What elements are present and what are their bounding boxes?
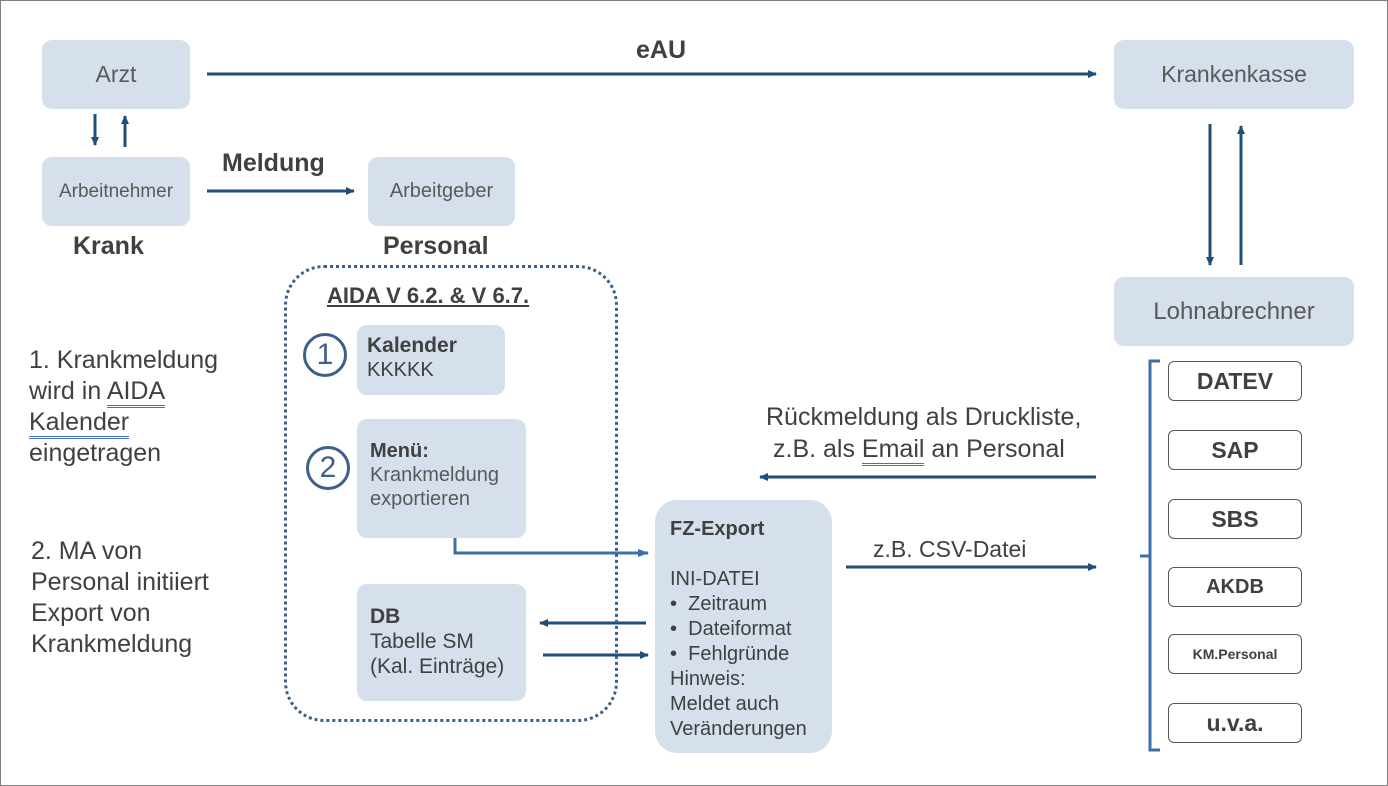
software-kmpersonal: KM.Personal xyxy=(1168,634,1302,674)
fz-hinweis: Hinweis: xyxy=(670,668,746,690)
node-lohnabrechner-label: Lohnabrechner xyxy=(1153,297,1315,325)
rueck-post: an Personal xyxy=(924,435,1065,463)
node-krankenkasse-label: Krankenkasse xyxy=(1161,61,1307,87)
menu-content: Menü: Krankmeldung exportieren xyxy=(370,439,499,511)
fz-bullet-1: • Zeitraum xyxy=(670,593,768,615)
software-akdb-label: AKDB xyxy=(1206,575,1264,598)
step1-line1: 1. Krankmeldung xyxy=(29,346,219,374)
aida-title: AIDA V 6.2. & V 6.7. xyxy=(327,283,530,308)
db-line1: Tabelle SM xyxy=(370,630,474,654)
rueck-pre: z.B. als xyxy=(773,435,862,463)
software-datev: DATEV xyxy=(1168,361,1302,401)
software-bracket xyxy=(1148,359,1160,752)
db-box: DB Tabelle SM (Kal. Einträge) xyxy=(357,584,526,701)
step2-line1: 2. MA von xyxy=(31,537,143,565)
step-2-text: 2. MA von Personal initiiert Export von … xyxy=(31,536,209,660)
menu-line1: Krankmeldung xyxy=(370,464,499,486)
step1-aida: AIDA xyxy=(106,377,166,408)
node-arbeitgeber: Arbeitgeber xyxy=(368,157,515,226)
fz-export-content: FZ-Export INI-DATEI • Zeitraum • Dateifo… xyxy=(670,517,807,742)
kalender-sub: KKKKK xyxy=(367,359,434,382)
software-akdb: AKDB xyxy=(1168,567,1302,607)
software-sap: SAP xyxy=(1168,430,1302,470)
fz-bullet-3-text: Fehlgründe xyxy=(688,643,790,665)
aida-group xyxy=(284,265,618,722)
fz-hinweis-line1: Meldet auch xyxy=(670,693,779,715)
fz-ini: INI-DATEI xyxy=(670,568,760,590)
label-krank: Krank xyxy=(73,232,144,260)
fz-bullet-2: • Dateiformat xyxy=(670,618,792,640)
rueck-email: Email xyxy=(861,435,925,466)
menu-box: Menü: Krankmeldung exportieren xyxy=(357,419,526,538)
db-content: DB Tabelle SM (Kal. Einträge) xyxy=(370,604,504,680)
label-rueckmeldung-1: Rückmeldung als Druckliste, xyxy=(766,403,1082,431)
db-line2: (Kal. Einträge) xyxy=(370,655,505,679)
step-1-text: 1. Krankmeldung wird in AIDA Kalender ei… xyxy=(29,345,218,469)
software-uva: u.v.a. xyxy=(1168,703,1302,743)
software-uva-label: u.v.a. xyxy=(1206,709,1264,736)
label-meldung: Meldung xyxy=(222,149,325,177)
step2-line3: Export von xyxy=(31,599,151,627)
menu-line2: exportieren xyxy=(370,488,471,510)
step1-kalender: Kalender xyxy=(29,408,130,439)
software-sbs-label: SBS xyxy=(1211,505,1259,532)
kalender-box: Kalender KKKKK xyxy=(357,325,505,395)
step1-line2-pre: wird in xyxy=(29,377,107,405)
node-lohnabrechner: Lohnabrechner xyxy=(1114,277,1354,346)
fz-export-title: FZ-Export xyxy=(670,518,765,540)
step-2-number: 2 xyxy=(319,451,337,484)
kalender-content: Kalender KKKKK xyxy=(367,333,457,382)
step-1-badge: 1 xyxy=(303,333,347,377)
fz-spacer xyxy=(670,542,807,567)
step2-line4: Krankmeldung xyxy=(31,630,193,658)
db-title: DB xyxy=(370,605,401,628)
software-sap-label: SAP xyxy=(1211,436,1259,463)
node-arzt-label: Arzt xyxy=(95,61,137,87)
step1-line4: eingetragen xyxy=(29,439,162,467)
step1-line3: Kalender xyxy=(29,407,218,439)
fz-bullet-3: • Fehlgründe xyxy=(670,643,790,665)
menu-title: Menü: xyxy=(370,440,429,462)
node-arzt: Arzt xyxy=(42,40,190,109)
fz-hinweis-line2: Veränderungen xyxy=(670,718,807,740)
arrow-menu-fz xyxy=(453,538,649,557)
node-arbeitnehmer-label: Arbeitnehmer xyxy=(58,180,174,202)
software-sbs: SBS xyxy=(1168,499,1302,539)
label-csv: z.B. CSV-Datei xyxy=(873,536,1027,562)
step1-line2: wird in AIDA xyxy=(29,376,218,408)
node-arbeitgeber-label: Arbeitgeber xyxy=(389,180,494,202)
node-arbeitnehmer: Arbeitnehmer xyxy=(42,157,190,226)
label-rueckmeldung-2: z.B. als Email an Personal xyxy=(773,435,1065,466)
kalender-title: Kalender xyxy=(367,334,457,357)
fz-bullet-2-text: Dateiformat xyxy=(688,618,792,640)
step2-line2: Personal initiiert xyxy=(31,568,209,596)
software-datev-label: DATEV xyxy=(1196,367,1274,394)
fz-export-box: FZ-Export INI-DATEI • Zeitraum • Dateifo… xyxy=(655,500,832,753)
step-2-badge: 2 xyxy=(306,446,350,490)
label-personal: Personal xyxy=(383,232,489,260)
node-krankenkasse: Krankenkasse xyxy=(1114,40,1354,109)
fz-bullet-1-text: Zeitraum xyxy=(688,593,768,615)
step-1-number: 1 xyxy=(316,338,334,371)
label-eau: eAU xyxy=(636,36,687,64)
software-kmpersonal-label: KM.Personal xyxy=(1192,646,1278,662)
